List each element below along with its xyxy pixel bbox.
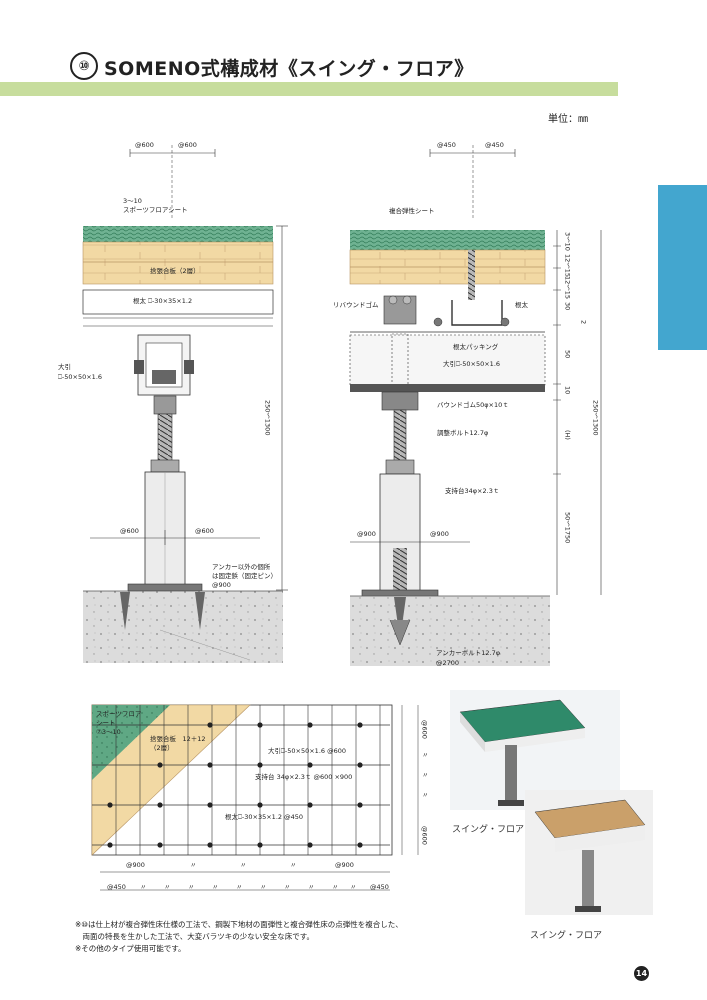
footer-note-3: ※その他のタイプ使用可能です。 <box>75 944 186 953</box>
layer-dim-beam: 50 <box>563 350 572 359</box>
layer-dim-sheet: 3～10 <box>563 232 572 251</box>
page-number: 14 <box>634 966 649 981</box>
plan-mid-dim-1: @900 <box>126 861 145 869</box>
plan-mid-dim-5: @900 <box>335 861 354 869</box>
left-bottom-dim-1: @600 <box>120 527 139 535</box>
right-top-dim-1: @450 <box>437 141 456 149</box>
right-top-dim-2: @450 <box>485 141 504 149</box>
plan-right-dim-5: @600 <box>420 826 429 845</box>
right-rebound-rubber-label: リバウンドゴム <box>333 301 379 309</box>
right-bottom-dim-2: @900 <box>430 530 449 538</box>
right-section-drawing <box>349 145 602 666</box>
plan-mid-dim-3: 〃 <box>240 861 247 869</box>
left-beam-label: 大引 ⎕-50×50×1.6 <box>58 363 103 381</box>
plan-joist-label: 根太⎕-30×35×1.2 @450 <box>225 813 303 821</box>
plan-right-dim-3: 〃 <box>422 771 429 779</box>
left-sheet-label: 3～10 スポーツフロアシート <box>123 197 188 214</box>
plan-bottom-dim-9: 〃 <box>308 883 315 891</box>
layer-dim-h: (H) <box>563 430 572 440</box>
photo-2-caption: スイング・フロア <box>530 931 603 941</box>
plan-bottom-dim-6: 〃 <box>236 883 243 891</box>
right-joist-label: 根太 <box>515 301 528 309</box>
layer-dim-joist: 30 <box>563 302 572 311</box>
left-joist-label: 根太 ⎕-30×35×1.2 <box>133 297 193 305</box>
footer-notes: ※⑩は仕上材が複合弾性床仕様の工法で、鋼製下地材の面弾性と複合弾性床の点弾性を複… <box>75 919 403 955</box>
plan-right-dim-1: @600 <box>420 720 429 739</box>
layer-dim-ply2: 12～15 <box>563 276 572 300</box>
right-support-range: 50～1750 <box>563 512 572 544</box>
right-joist-packing-label: 根太パッキング <box>453 343 499 351</box>
layer-dim-rubber: 10 <box>563 386 572 395</box>
right-bottom-dim-1: @900 <box>357 530 376 538</box>
plan-beam-label: 大引⎕-50×50×1.6 @600 <box>268 747 346 755</box>
plan-bottom-dim-2: 〃 <box>140 883 147 891</box>
left-bottom-dim-2: @600 <box>195 527 214 535</box>
left-plywood-label: 捨張合板（2層） <box>150 267 200 275</box>
right-beam-label: 大引⎕-50×50×1.6 <box>443 360 501 368</box>
title-underline-bar <box>0 82 618 96</box>
left-top-dim-1: @600 <box>135 141 154 149</box>
plan-bottom-dim-8: 〃 <box>284 883 291 891</box>
plan-bottom-dim-3: 〃 <box>164 883 171 891</box>
unit-label: 単位：㎜ <box>548 114 588 125</box>
plan-support-label: 支持台 34φ×2.3ｔ @600 ×900 <box>255 773 353 781</box>
plan-bottom-dim-11: 〃 <box>350 883 357 891</box>
photo-1-caption: スイング・フロア <box>452 825 525 835</box>
right-anchor-bolt-label: アンカーボルト12.7φ @2700 <box>436 649 501 667</box>
right-bound-rubber-label: バウンドゴム50φ×10ｔ <box>437 401 509 409</box>
left-anchor-note: アンカー以外の個所 は固定鋲（固定ピン） @900 <box>212 563 277 589</box>
plan-bottom-dim-5: 〃 <box>212 883 219 891</box>
page-title: SOMENO式構成材《スイング・フロア》 <box>104 58 474 80</box>
plan-sheet-label: スポーツフロア シート ⑦3～10 <box>96 710 142 736</box>
side-index-tab <box>658 185 707 350</box>
plan-bottom-dim-1: @450 <box>107 883 126 891</box>
section-number-badge: ⑩ <box>70 52 98 80</box>
plan-right-dim-4: 〃 <box>422 791 429 799</box>
right-sheet-label: 複合弾性シート <box>389 207 435 215</box>
plan-view-drawing <box>91 704 419 891</box>
left-top-dim-2: @600 <box>178 141 197 149</box>
plan-bottom-dim-4: 〃 <box>188 883 195 891</box>
left-section-drawing <box>82 145 288 663</box>
right-support-label: 支持台34φ×2.3ｔ <box>445 487 500 495</box>
left-height-label: 250～1300 <box>263 400 272 436</box>
right-height-total: 250～1300 <box>591 400 600 436</box>
layer-dim-ply1: 12～15 <box>563 254 572 278</box>
footer-note-1: ※⑩は仕上材が複合弾性床仕様の工法で、鋼製下地材の面弾性と複合弾性床の点弾性を複… <box>75 920 403 929</box>
plan-plywood-label: 捨張合板 12＋12 （2層） <box>150 735 206 752</box>
plan-bottom-dim-7: 〃 <box>260 883 267 891</box>
layer-dim-packing: 2 <box>579 320 588 325</box>
plan-right-dim-2: 〃 <box>422 751 429 759</box>
photo-2 <box>525 790 653 915</box>
plan-mid-dim-4: 〃 <box>290 861 297 869</box>
plan-mid-dim-2: 〃 <box>190 861 197 869</box>
plan-bottom-dim-12: @450 <box>370 883 389 891</box>
right-bolt-label: 調整ボルト12.7φ <box>437 429 489 437</box>
footer-note-2: 両面の特長を生かした工法で、大変バラツキの少ない安全な床です。 <box>75 932 314 941</box>
plan-bottom-dim-10: 〃 <box>332 883 339 891</box>
